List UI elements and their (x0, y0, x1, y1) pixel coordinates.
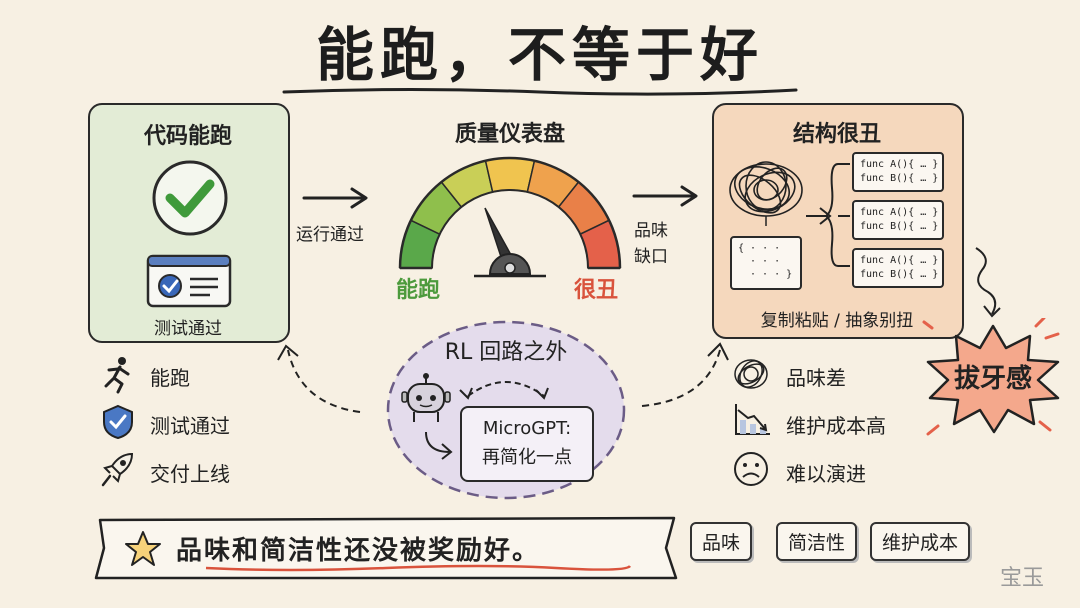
test-pass-caption: 测试通过 (154, 319, 222, 339)
code-brace-box: { · · · · · · · · · } (730, 236, 802, 290)
copy-paste-caption: 复制粘贴 / 抽象别扭 (760, 311, 914, 331)
takeaway-text: 品味和简洁性还没被奖励好。 (176, 536, 541, 566)
microgpt-label: MicroGPT: (482, 418, 572, 439)
loop-arrow-icon (459, 381, 549, 400)
tag-maintenance-cost: 维护成本 (870, 522, 971, 561)
dashed-arrow-right (641, 342, 729, 407)
code-line: func A(){ … } (860, 207, 939, 218)
gauge-low-label: 能跑 (396, 278, 441, 303)
list-item: 难以演进 (786, 462, 866, 486)
arrow-right-icon (632, 185, 698, 207)
gauge-high-label: 很丑 (574, 278, 619, 303)
tag-taste: 品味 (690, 522, 753, 561)
quality-gauge (398, 156, 622, 278)
gauge-heading: 质量仪表盘 (454, 122, 565, 147)
brace-line: · · · (750, 256, 781, 267)
code-line: func B(){ … } (860, 269, 939, 280)
title-underline (282, 88, 798, 96)
shield-check-icon (103, 404, 133, 440)
ugly-structure-heading: 结构很丑 (792, 122, 881, 147)
pain-burst (922, 318, 1060, 436)
page-title: 能跑，不等于好 (315, 21, 764, 89)
rl-loop-heading: RL 回路之外 (444, 340, 568, 365)
takeaway-banner (94, 516, 678, 580)
rocket-icon (101, 452, 134, 487)
list-item: 交付上线 (150, 462, 230, 486)
branch-arrows (806, 163, 850, 267)
taste-gap-label-1: 品味 (634, 221, 668, 241)
dashed-arrow-left (277, 344, 361, 413)
brace-line: { · · · (738, 243, 781, 254)
brace-line: · · · } (750, 269, 793, 280)
ugly-structure-panel (712, 103, 964, 339)
run-pass-label: 运行通过 (296, 225, 364, 245)
duplicate-code-block: func A(){ … } func B(){ … } (852, 152, 944, 192)
code-line: func A(){ … } (860, 255, 939, 266)
declining-chart-icon (735, 404, 770, 435)
list-item: 品味差 (786, 366, 846, 390)
microgpt-bubble: MicroGPT: 再简化一点 (460, 406, 594, 482)
code-line: func B(){ … } (860, 173, 939, 184)
list-item: 维护成本高 (786, 414, 886, 438)
list-item: 能跑 (150, 366, 190, 390)
squiggle-arrow-icon (975, 247, 1001, 318)
tangle-icon (734, 359, 768, 389)
star-icon (125, 531, 161, 566)
tangle-icon (729, 161, 803, 226)
tag-simplicity: 简洁性 (776, 522, 858, 561)
pain-burst-text: 拔牙感 (953, 364, 1032, 394)
code-line: func A(){ … } (860, 159, 939, 170)
taste-gap-label-2: 缺口 (634, 247, 668, 267)
duplicate-code-block: func A(){ … } func B(){ … } (852, 200, 944, 240)
robot-icon (401, 373, 451, 422)
arrow-right-icon (302, 187, 368, 209)
watermark: 宝玉 (1000, 566, 1045, 591)
curved-arrow-icon (425, 431, 453, 460)
gauge-segment (484, 157, 536, 193)
code-runs-heading: 代码能跑 (143, 124, 232, 149)
test-window-icon (146, 254, 232, 308)
duplicate-code-block: func A(){ … } func B(){ … } (852, 248, 944, 288)
list-item: 测试通过 (150, 414, 230, 438)
frown-face-icon (734, 452, 768, 486)
checkmark-icon (152, 160, 228, 236)
code-line: func B(){ … } (860, 221, 939, 232)
simplify-label: 再简化一点 (482, 447, 572, 468)
runner-icon (104, 357, 130, 394)
